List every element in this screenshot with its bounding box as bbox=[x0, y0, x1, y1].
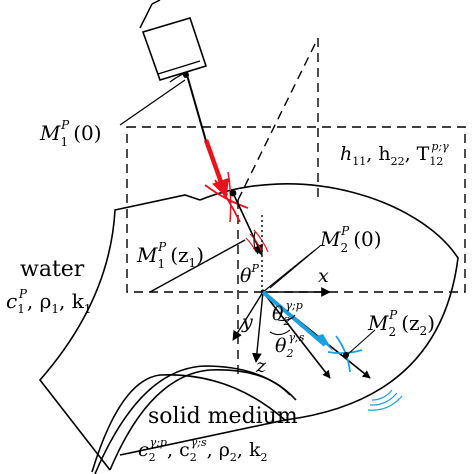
label-m2-0: M2P(0) bbox=[319, 224, 382, 255]
refracted-ray-1 bbox=[232, 192, 263, 257]
label-m1-z1: M1P(z1) bbox=[136, 240, 204, 271]
label-solid-props: c2γ;p, c2γ;s, ρ2, k2 bbox=[138, 436, 268, 464]
echo-blue bbox=[367, 389, 403, 411]
angle-arcs bbox=[253, 231, 296, 336]
transmitted-wavefront bbox=[327, 335, 363, 373]
surface-tangent bbox=[149, 239, 246, 293]
leader-m2-0 bbox=[269, 245, 321, 289]
label-m1-0: M1P(0) bbox=[39, 118, 102, 149]
ultrasonic-probe-icon bbox=[139, 0, 208, 83]
solid-inner-arch bbox=[94, 365, 297, 474]
leader-m2-z2 bbox=[347, 329, 376, 355]
dashed-frame bbox=[126, 126, 466, 293]
label-theta-2s: θ2γ;s bbox=[275, 331, 305, 360]
label-h-params: h11, h22, T12p;γ bbox=[340, 140, 449, 168]
entry-point-wavefront bbox=[204, 171, 249, 223]
label-water: water bbox=[20, 257, 85, 282]
label-solid-medium: solid medium bbox=[148, 404, 298, 429]
incidence-plane bbox=[237, 37, 319, 380]
leader-m1-0 bbox=[119, 79, 186, 126]
label-axis-z: z bbox=[255, 355, 267, 377]
incident-ray bbox=[186, 74, 230, 198]
label-m2-z2: M2P(z2) bbox=[367, 308, 435, 339]
label-theta-p: θP bbox=[240, 262, 259, 287]
label-water-props: c1P, ρ1, k1 bbox=[6, 287, 92, 316]
label-theta-2p: θ2γ;p bbox=[272, 299, 303, 328]
label-axis-y: y bbox=[241, 311, 253, 333]
transmitted-rays bbox=[261, 290, 371, 379]
label-axis-x: x bbox=[318, 265, 329, 287]
echo-red bbox=[245, 229, 269, 253]
